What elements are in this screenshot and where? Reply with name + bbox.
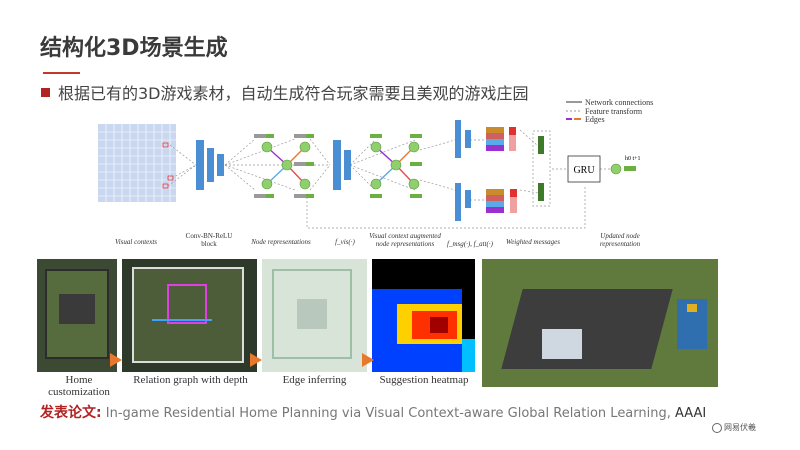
output-label: h0 t+1 [625,156,641,162]
gru-label: GRU [573,165,595,176]
caption-edge-inferring: Edge inferring [282,374,347,386]
label-conv-2: block [201,240,217,248]
company-logo: 网易伏羲 [712,422,756,433]
label-updated-1: Updated node [600,232,639,240]
bullet-point: 根据已有的3D游戏素材，自动生成符合玩家需要且美观的游戏庄园 [41,80,529,104]
legend-feature: Feature transform [585,107,643,116]
visual-context-grid [98,124,176,202]
legend-edges: Edges [585,115,605,124]
paper-citation: 发表论文: In-game Residential Home Planning … [40,402,706,422]
conv-block [196,120,471,221]
message-stack [486,127,517,213]
paper-venue: AAAI [675,406,707,421]
network-diagram: Network connections Feature transform Ed… [98,98,653,248]
caption-relation-graph: Relation graph with depth [133,374,248,386]
paper-title: In-game Residential Home Planning via Vi… [105,406,671,421]
slide-title: 结构化3D场景生成 [40,36,228,61]
arrow-icon [362,353,374,367]
label-node-repr: Node representations [250,238,311,246]
logo-icon [712,422,722,433]
edge-inferring-image [262,259,367,372]
graph-nodes [261,141,622,190]
home-customization-image [37,259,117,372]
legend: Network connections Feature transform Ed… [566,98,653,124]
label-updated-2: representation [600,240,641,248]
label-weighted: Weighted messages [506,238,560,246]
label-f-msg: f_msg(·), f_att(·) [447,240,494,248]
bullet-square-icon [41,87,50,97]
label-conv-1: Conv-BN-ReLU [186,232,233,240]
paper-label: 发表论文: [40,405,102,421]
title-underline [43,72,80,74]
label-vis-aug-2: node representations [376,240,435,248]
caption-home-customization: Home customization [48,374,110,398]
legend-network: Network connections [585,98,653,107]
rendered-manor-image [482,259,718,387]
gru-box [567,155,601,183]
label-f-vis: f_vis(·) [335,238,355,246]
label-vis-aug-1: Visual context augmented [369,232,441,240]
arrow-icon [250,353,262,367]
bullet-text: 根据已有的3D游戏素材，自动生成符合玩家需要且美观的游戏庄园 [58,84,529,103]
suggestion-heatmap-image [372,259,475,372]
caption-suggestion-heatmap: Suggestion heatmap [379,374,469,386]
logo-text: 网易伏羲 [724,423,756,432]
label-visual-contexts: Visual contexts [115,238,157,246]
relation-graph-image [122,259,257,372]
arrow-icon [110,353,122,367]
